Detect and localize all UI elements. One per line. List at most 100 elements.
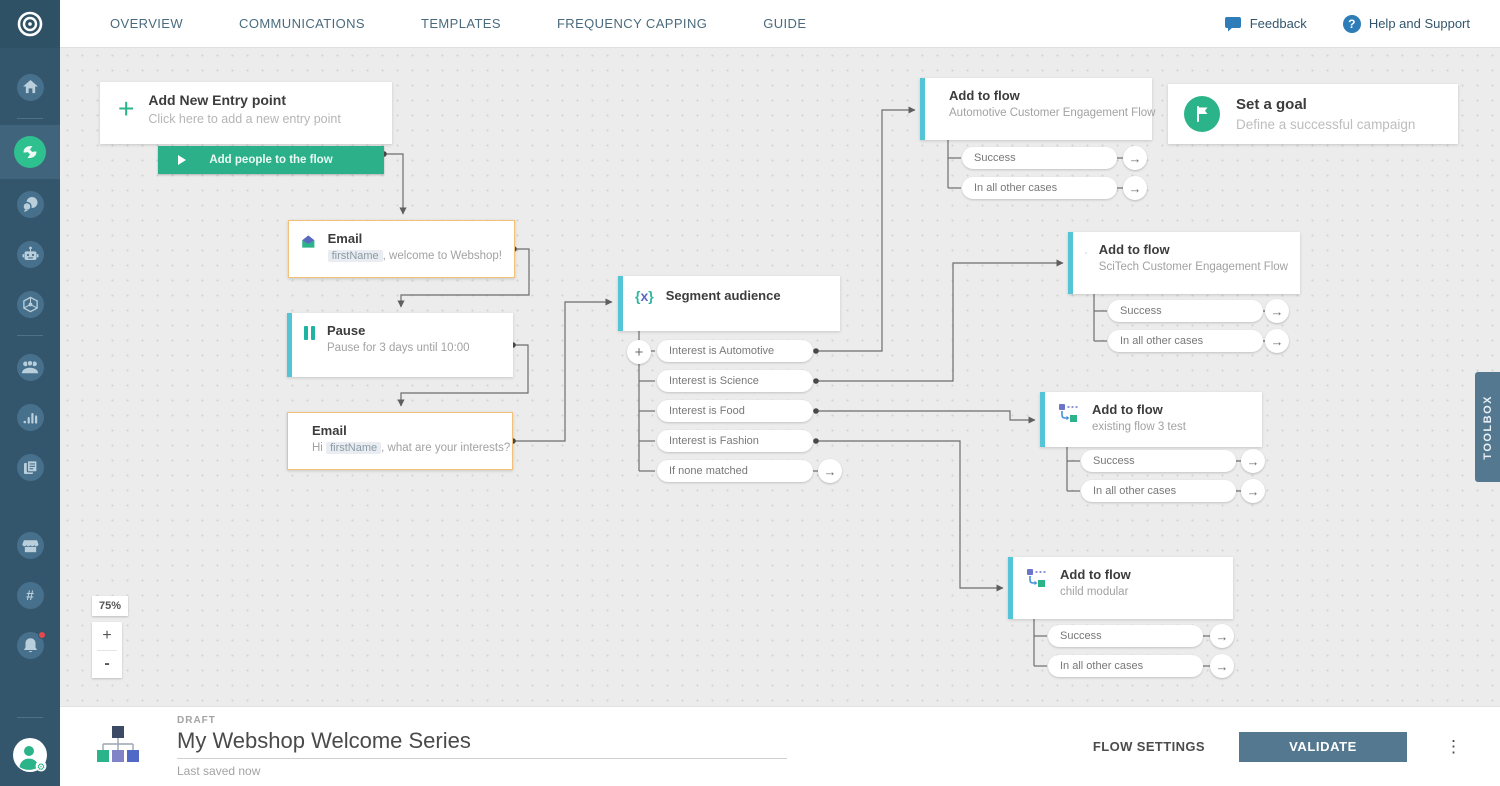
outcome-label: In all other cases (1093, 485, 1177, 497)
outcome-connect-button[interactable]: → (1241, 449, 1265, 473)
sidebar-item-contacts[interactable] (0, 342, 60, 392)
outcome-connect-button[interactable]: → (1123, 176, 1147, 200)
tab-overview[interactable]: OVERVIEW (110, 16, 184, 31)
sidebar-item-interactions[interactable] (0, 179, 60, 229)
subtitle-text: , what are your interests? (381, 442, 511, 454)
outcome-connect-button[interactable]: → (1241, 479, 1265, 503)
documents-icon (16, 453, 44, 481)
zoom-level-indicator: 75% (92, 596, 128, 616)
node-subtitle: child modular (1060, 586, 1129, 598)
kebab-menu-button[interactable]: ⋮ (1445, 736, 1462, 756)
outcome-other-cases[interactable]: In all other cases (1081, 480, 1236, 502)
zoom-out-button[interactable]: - (104, 655, 110, 673)
add-branch-button[interactable]: + (627, 340, 651, 364)
arrow-icon: → (1128, 180, 1142, 196)
email-node-interests[interactable]: Email Hi firstName, what are your intere… (287, 412, 513, 470)
top-navigation: OVERVIEW COMMUNICATIONS TEMPLATES FREQUE… (60, 0, 1500, 48)
outcome-success[interactable]: Success (1108, 300, 1263, 322)
add-to-flow-node-automotive[interactable]: Add to flow Automotive Customer Engageme… (920, 78, 1156, 140)
zoom-in-button[interactable]: + (102, 626, 112, 644)
branch-label: Interest is Fashion (669, 435, 759, 447)
branch-connect-button[interactable]: → (818, 459, 842, 483)
add-entry-point-card[interactable]: + Add New Entry point Click here to add … (100, 82, 392, 144)
branch-interest-science[interactable]: Interest is Science (657, 370, 813, 392)
tab-frequency-capping[interactable]: FREQUENCY CAPPING (556, 16, 708, 31)
add-to-flow-node-child-modular[interactable]: Add to flow child modular (1008, 557, 1233, 619)
node-title: Add to flow (949, 88, 1020, 103)
outcome-other-cases[interactable]: In all other cases (1108, 330, 1263, 352)
help-label: Help and Support (1368, 16, 1470, 31)
branch-interest-automotive[interactable]: Interest is Automotive (657, 340, 813, 362)
branch-if-none-matched[interactable]: If none matched (657, 460, 813, 482)
node-subtitle: Automotive Customer Engagement Flow (949, 107, 1156, 119)
sidebar-item-analytics[interactable] (0, 392, 60, 442)
outcome-label: Success (1120, 305, 1162, 317)
status-badge: DRAFT (177, 715, 216, 726)
toolbox-tab[interactable]: TOOLBOX (1475, 372, 1500, 482)
outcome-label: In all other cases (974, 182, 1058, 194)
plus-icon: + (634, 343, 644, 361)
sidebar-item-account[interactable]: ⚙ (0, 724, 60, 786)
hashtag-icon: # (16, 581, 44, 609)
branch-label: Interest is Automotive (669, 345, 775, 357)
sidebar-item-tags[interactable]: # (0, 570, 60, 620)
branch-interest-fashion[interactable]: Interest is Fashion (657, 430, 813, 452)
help-icon: ? (1342, 14, 1361, 33)
add-to-flow-node-scitech[interactable]: Add to flow SciTech Customer Engagement … (1068, 232, 1300, 294)
outcome-connect-button[interactable]: → (1265, 329, 1289, 353)
sidebar-item-integrations[interactable] (0, 279, 60, 329)
automation-center-icon (14, 136, 46, 168)
outcome-other-cases[interactable]: In all other cases (962, 177, 1117, 199)
outcome-label: In all other cases (1120, 335, 1204, 347)
personalization-token: firstName (327, 250, 383, 262)
sidebar-item-home[interactable] (0, 62, 60, 112)
tab-communications[interactable]: COMMUNICATIONS (239, 16, 365, 31)
branch-interest-food[interactable]: Interest is Food (657, 400, 813, 422)
entry-point-node[interactable]: Add people to the flow (158, 146, 384, 174)
help-and-support-link[interactable]: ? Help and Support (1342, 14, 1470, 33)
email-node-welcome[interactable]: Email firstName, welcome to Webshop! (288, 220, 515, 278)
outcome-success[interactable]: Success (962, 147, 1117, 169)
node-subtitle: Pause for 3 days until 10:00 (327, 342, 470, 354)
pause-node[interactable]: Pause Pause for 3 days until 10:00 (287, 313, 513, 377)
add-to-flow-node-existing3[interactable]: Add to flow existing flow 3 test (1040, 392, 1262, 447)
node-title: Add to flow (1098, 242, 1170, 257)
segment-audience-node[interactable]: {x} Segment audience (618, 276, 840, 331)
node-title: Add to flow (1060, 567, 1131, 582)
flow-canvas[interactable]: + Add New Entry point Click here to add … (60, 48, 1500, 706)
outcome-connect-button[interactable]: → (1210, 624, 1234, 648)
hexagon-network-icon (16, 290, 44, 318)
people-icon (16, 353, 44, 381)
add-to-flow-icon (1059, 404, 1078, 422)
flow-title-input[interactable]: My Webshop Welcome Series (177, 728, 787, 759)
tab-templates[interactable]: TEMPLATES (421, 16, 501, 31)
outcome-connect-button[interactable]: → (1210, 654, 1234, 678)
sidebar-item-automation-center[interactable] (0, 125, 60, 179)
emarsys-logo[interactable] (0, 0, 60, 48)
outcome-label: Success (1093, 455, 1135, 467)
sidebar-item-reports[interactable] (0, 442, 60, 492)
tab-guide[interactable]: GUIDE (763, 16, 807, 31)
branch-label: Interest is Science (669, 375, 759, 387)
outcome-success[interactable]: Success (1081, 450, 1236, 472)
outcome-success[interactable]: Success (1048, 625, 1203, 647)
arrow-icon: → (1128, 150, 1142, 166)
outcome-other-cases[interactable]: In all other cases (1048, 655, 1203, 677)
entry-card-subtitle: Click here to add a new entry point (148, 112, 341, 126)
sidebar-item-ai-assistant[interactable] (0, 229, 60, 279)
gear-badge-icon: ⚙ (35, 760, 47, 773)
feedback-link[interactable]: Feedback (1224, 16, 1307, 32)
sidebar-item-commerce[interactable] (0, 520, 60, 570)
arrow-icon: → (1270, 303, 1284, 319)
home-icon (16, 73, 44, 101)
sidebar-divider (17, 717, 43, 718)
validate-button[interactable]: VALIDATE (1239, 731, 1407, 762)
node-title: Segment audience (665, 288, 781, 303)
outcome-connect-button[interactable]: → (1123, 146, 1147, 170)
sidebar-item-notifications[interactable] (0, 620, 60, 670)
outcome-connect-button[interactable]: → (1265, 299, 1289, 323)
nav-tabs: OVERVIEW COMMUNICATIONS TEMPLATES FREQUE… (110, 16, 806, 31)
flow-settings-button[interactable]: FLOW SETTINGS (1092, 739, 1205, 754)
bell-icon (16, 630, 46, 659)
set-goal-card[interactable]: Set a goal Define a successful campaign (1168, 84, 1458, 144)
